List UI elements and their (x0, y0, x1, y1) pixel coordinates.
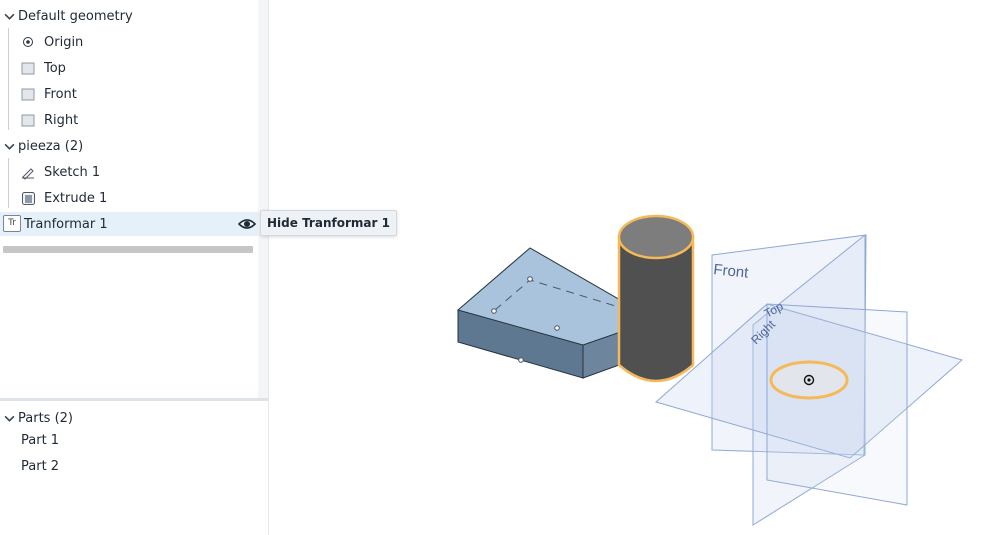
feature-tree: Default geometry Origin Top Front Right (0, 0, 262, 400)
vertical-scrollbar[interactable] (258, 0, 268, 400)
tree-item-right[interactable]: Right (0, 107, 278, 133)
origin-icon (20, 34, 36, 50)
vertex-point[interactable] (527, 276, 533, 282)
panel-divider[interactable] (0, 398, 268, 401)
3d-viewport[interactable]: Front Top Right (270, 0, 1000, 535)
transform-icon: Tr (3, 215, 21, 232)
feature-panel: Default geometry Origin Top Front Right (0, 0, 269, 535)
parts-list: Parts (2) Part 1 Part 2 (0, 402, 268, 535)
sketch-icon (20, 164, 36, 180)
parts-folder[interactable]: Parts (2) (0, 405, 258, 431)
right-plane-back (766, 303, 908, 506)
eye-icon[interactable] (237, 216, 257, 232)
plane-icon (20, 112, 36, 128)
extrude-icon (20, 190, 36, 206)
part-item-2[interactable]: Part 2 (21, 458, 60, 474)
parts-label: Parts (2) (18, 410, 73, 426)
horizontal-scrollbar[interactable] (3, 246, 253, 253)
vertex-point[interactable] (491, 308, 497, 314)
front-plane-label: Front (713, 261, 750, 282)
tree-item-sketch-1[interactable]: Sketch 1 (0, 159, 278, 185)
tree-item-top[interactable]: Top (0, 55, 278, 81)
tree-item-origin[interactable]: Origin (0, 29, 278, 55)
part-item-1[interactable]: Part 1 (21, 432, 60, 448)
part-2-cylinder[interactable] (617, 214, 695, 383)
cylinder-body[interactable] (617, 235, 695, 383)
tree-item-extrude-1[interactable]: Extrude 1 (0, 185, 278, 211)
cylinder-top-face[interactable] (617, 214, 695, 260)
origin-icon (803, 374, 815, 386)
chevron-down-icon[interactable] (0, 413, 18, 424)
part-studio-label: pieeza (2) (18, 138, 84, 154)
tree-guide-line (8, 158, 9, 208)
reference-planes[interactable]: Front Top Right (654, 233, 964, 526)
chevron-down-icon[interactable] (0, 141, 18, 152)
plane-icon (20, 86, 36, 102)
chevron-down-icon[interactable] (0, 11, 18, 22)
front-plane[interactable] (711, 234, 867, 456)
selected-feature-label: Tranformar 1 (24, 216, 108, 232)
default-geometry-label: Default geometry (18, 8, 133, 24)
selected-feature-row-text: Tranformar 1 (24, 211, 224, 237)
vertex-point[interactable] (518, 357, 524, 363)
part-studio-folder[interactable]: pieeza (2) (0, 133, 258, 159)
tree-guide-line (8, 28, 9, 130)
tree-item-front[interactable]: Front (0, 81, 278, 107)
hide-feature-tooltip: Hide Tranformar 1 (260, 210, 397, 236)
default-geometry-folder[interactable]: Default geometry (0, 3, 258, 29)
plane-icon (20, 60, 36, 76)
vertex-point[interactable] (554, 325, 560, 331)
origin-dot (807, 378, 811, 382)
tree-item-tranformar-1[interactable] (0, 212, 262, 236)
